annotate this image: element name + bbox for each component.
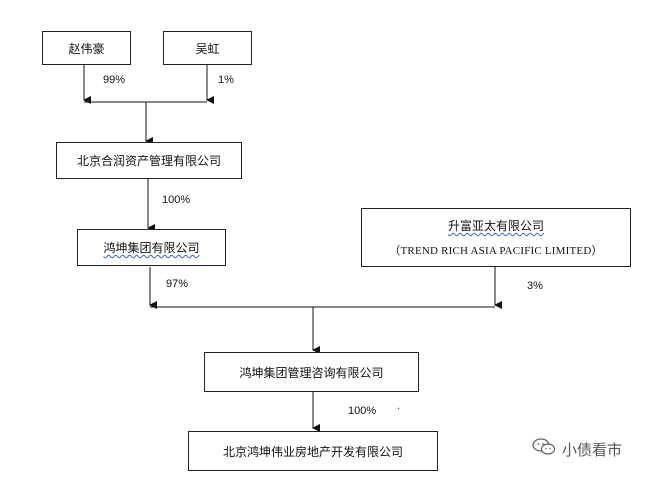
heirun-company-box: 北京合润资产管理有限公司 <box>56 142 242 179</box>
percent-wu-heirun: 1% <box>218 74 234 86</box>
wechat-icon <box>532 438 556 460</box>
consulting-company-box: 鸿坤集团管理咨询有限公司 <box>204 352 419 392</box>
shareholder-wu-box: 吴虹 <box>163 31 252 65</box>
hongkun-group-label: 鸿坤集团有限公司 <box>103 241 200 255</box>
percent-consulting-realestate: 100% <box>348 405 377 417</box>
stray-dot: · <box>397 404 401 415</box>
shareholder-zhao-box: 赵伟豪 <box>42 31 131 65</box>
hongkun-group-box: 鸿坤集团有限公司 <box>77 229 226 266</box>
percent-shengfu-consulting: 3% <box>527 280 543 292</box>
shengfu-company-name-en: （TREND RICH ASIA PACIFIC LIMITED） <box>389 245 603 257</box>
percent-heirun-group: 100% <box>162 194 191 206</box>
shareholder-wu-label: 吴虹 <box>195 41 220 56</box>
heirun-company-label: 北京合润资产管理有限公司 <box>76 154 221 168</box>
shengfu-company-name-cn: 升富亚太有限公司 <box>447 219 544 233</box>
watermark: 小债看市 <box>532 438 622 460</box>
shengfu-company-box: 升富亚太有限公司 （TREND RICH ASIA PACIFIC LIMITE… <box>361 208 631 267</box>
realestate-company-label: 北京鸿坤伟业房地产开发有限公司 <box>222 444 403 459</box>
shareholder-zhao-label: 赵伟豪 <box>68 41 105 56</box>
percent-group-consulting: 97% <box>166 278 189 290</box>
realestate-company-box: 北京鸿坤伟业房地产开发有限公司 <box>188 431 438 471</box>
watermark-text: 小债看市 <box>562 440 623 459</box>
percent-zhao-heirun: 99% <box>103 74 126 86</box>
consulting-company-label: 鸿坤集团管理咨询有限公司 <box>239 365 384 380</box>
